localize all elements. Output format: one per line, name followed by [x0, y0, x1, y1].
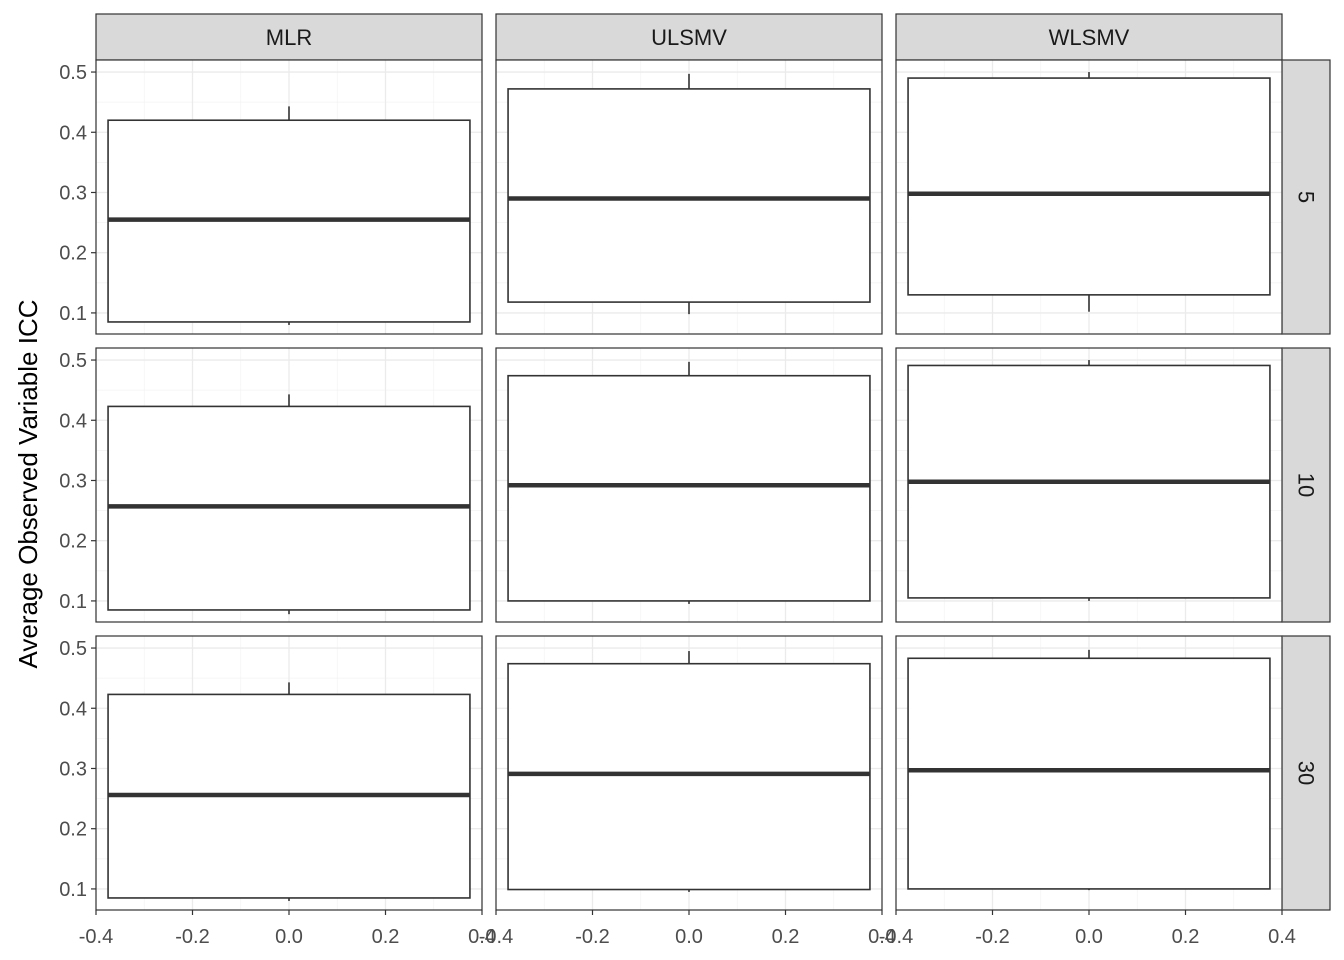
column-strip-label: ULSMV: [651, 25, 727, 50]
panel-border: [495, 59, 883, 335]
x-tick-label: 0.0: [1075, 926, 1103, 948]
panel-border: [95, 59, 483, 335]
x-tick-label: -0.4: [479, 926, 513, 948]
panel-wlsmv-30: [895, 635, 1283, 911]
box-iqr: [507, 88, 871, 303]
panel-wlsmv-10: [895, 347, 1283, 623]
box-iqr: [907, 657, 1271, 890]
x-tick-label: -0.4: [879, 926, 913, 948]
column-strip-label: MLR: [266, 25, 312, 50]
row-strip: [1281, 59, 1331, 335]
y-tick-label: 0.4: [59, 410, 87, 432]
y-tick-label: 0.2: [59, 531, 87, 553]
panel-ulsmv-10: [495, 347, 883, 623]
box-iqr: [507, 374, 871, 602]
box-iqr: [907, 77, 1271, 296]
panel-border: [895, 347, 1283, 623]
y-tick-label: 0.5: [59, 638, 87, 660]
row-strip-label: 10: [1294, 473, 1319, 497]
y-tick-label: 0.1: [59, 591, 87, 613]
x-tick-label: 0.2: [772, 926, 800, 948]
panel-border: [95, 347, 483, 623]
x-tick-label: 0.0: [675, 926, 703, 948]
y-tick-label: 0.5: [59, 350, 87, 372]
x-tick-label: -0.2: [975, 926, 1009, 948]
y-tick-label: 0.1: [59, 303, 87, 325]
row-strip: [1281, 347, 1331, 623]
row-strip-label: 5: [1294, 191, 1319, 203]
y-tick-label: 0.3: [59, 182, 87, 204]
y-tick-label: 0.4: [59, 698, 87, 720]
panel-border: [495, 347, 883, 623]
x-tick-label: -0.2: [575, 926, 609, 948]
panel-ulsmv-30: [495, 635, 883, 911]
x-tick-label: -0.4: [79, 926, 113, 948]
panel-mlr-30: [95, 635, 483, 911]
panel-ulsmv-5: [495, 59, 883, 335]
x-tick-label: 0.4: [868, 926, 896, 948]
x-tick-label: 0.4: [468, 926, 496, 948]
panel-mlr-10: [95, 347, 483, 623]
y-tick-label: 0.2: [59, 819, 87, 841]
y-tick-label: 0.4: [59, 122, 87, 144]
y-tick-label: 0.3: [59, 758, 87, 780]
x-tick-label: 0.0: [275, 926, 303, 948]
column-strip: [495, 13, 883, 61]
y-tick-label: 0.5: [59, 62, 87, 84]
column-strip-label: WLSMV: [1049, 25, 1130, 50]
row-strip-label: 30: [1294, 761, 1319, 785]
panel-mlr-5: [95, 59, 483, 335]
y-tick-label: 0.1: [59, 879, 87, 901]
x-tick-label: 0.2: [372, 926, 400, 948]
x-tick-label: 0.4: [1268, 926, 1296, 948]
y-tick-label: 0.3: [59, 470, 87, 492]
panel-wlsmv-5: [895, 59, 1283, 335]
column-strip: [95, 13, 483, 61]
column-strip: [895, 13, 1283, 61]
panel-border: [895, 59, 1283, 335]
row-strip: [1281, 635, 1331, 911]
x-tick-label: 0.2: [1172, 926, 1200, 948]
y-tick-label: 0.2: [59, 243, 87, 265]
x-tick-label: -0.2: [175, 926, 209, 948]
box-iqr: [507, 662, 871, 891]
y-axis-title: Average Observed Variable ICC: [13, 299, 43, 668]
